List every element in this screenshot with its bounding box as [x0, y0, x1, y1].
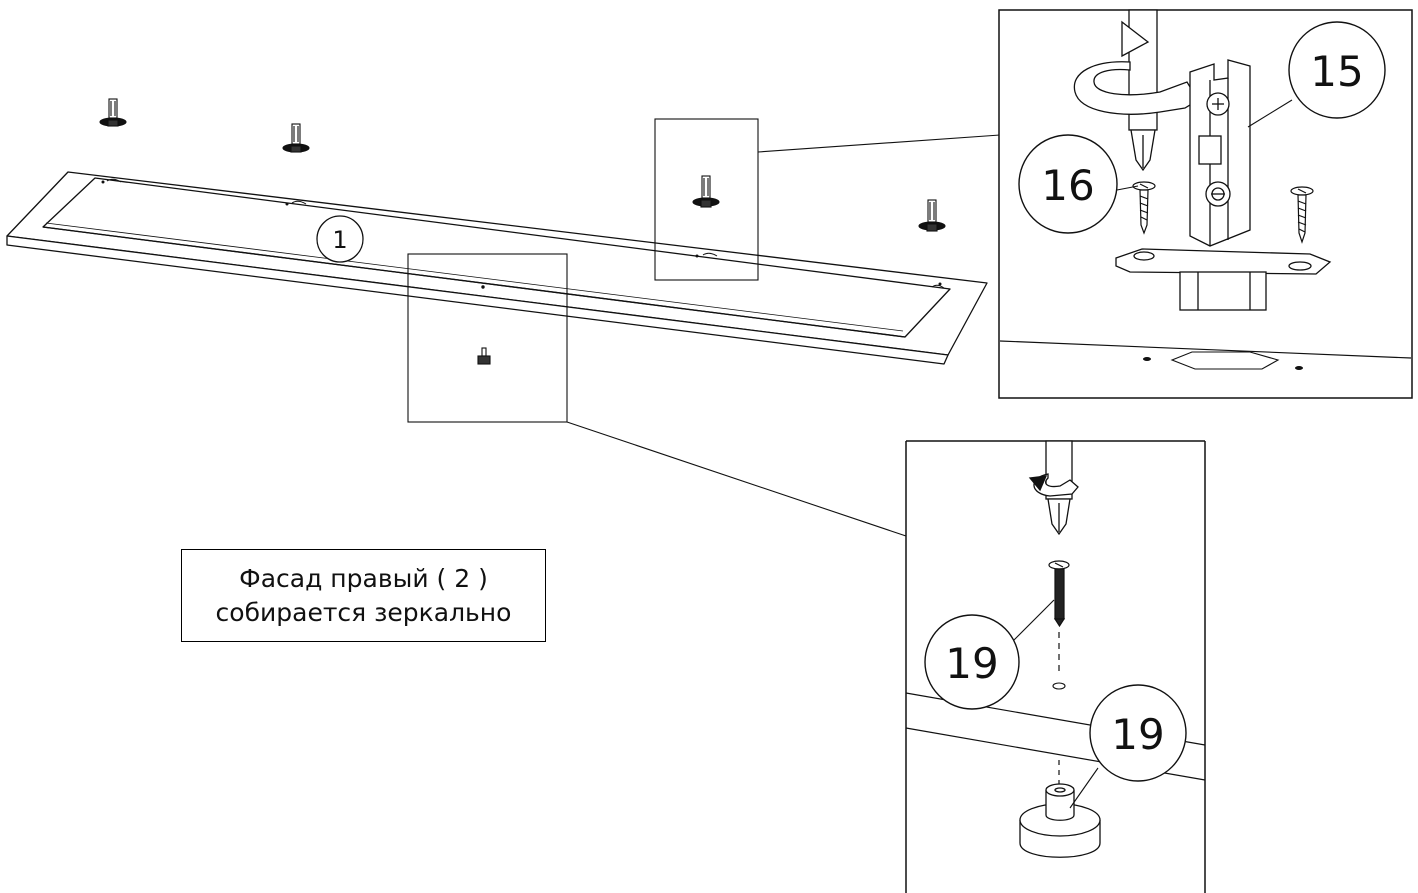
note-line-2: собирается зеркально — [215, 597, 512, 627]
rotate-arrow-icon — [1073, 20, 1199, 115]
leader-line-hinge — [757, 134, 1001, 153]
screw-icon-right — [1290, 186, 1314, 244]
hinge-base-plate — [1115, 248, 1332, 311]
label-screw-16: 16 — [1018, 134, 1118, 234]
screw-foot-icon — [1048, 560, 1070, 628]
label-panel-1: 1 — [316, 215, 364, 263]
panel-part-1 — [6, 171, 988, 365]
label-foot-19: 19 — [1089, 684, 1187, 782]
hinge-icon-1 — [99, 98, 127, 127]
foot-small-icon — [477, 347, 491, 365]
mirror-assembly-note: Фасад правый ( 2 ) собирается зеркально — [181, 549, 546, 642]
label-screw-19: 19 — [924, 614, 1020, 710]
hinge-icon-3 — [692, 175, 720, 208]
hinge-icon-4 — [918, 199, 946, 232]
label-hinge-15: 15 — [1288, 21, 1386, 119]
svg-text:15: 15 — [1310, 47, 1363, 96]
svg-text:16: 16 — [1041, 161, 1094, 210]
screwdriver-foot-icon — [1028, 440, 1079, 536]
foot-large-icon — [1019, 783, 1101, 858]
hinge-body-large — [1189, 59, 1251, 247]
hinge-icon-2 — [282, 123, 310, 153]
zoom-panel-foot: 19 19 — [905, 440, 1206, 893]
leader-line-foot — [566, 421, 907, 537]
zoom-panel-hinge: 15 16 — [998, 9, 1413, 399]
screw-icon-left — [1132, 181, 1156, 235]
note-line-1: Фасад правый ( 2 ) — [239, 563, 488, 593]
detail-box-hinge-area — [654, 118, 759, 281]
panel-edge-holes — [101, 180, 942, 289]
svg-text:19: 19 — [945, 639, 998, 688]
svg-text:1: 1 — [332, 226, 347, 254]
panel-edge-slots — [106, 178, 945, 289]
svg-text:19: 19 — [1111, 710, 1164, 759]
detail-box-foot-area — [407, 253, 568, 423]
